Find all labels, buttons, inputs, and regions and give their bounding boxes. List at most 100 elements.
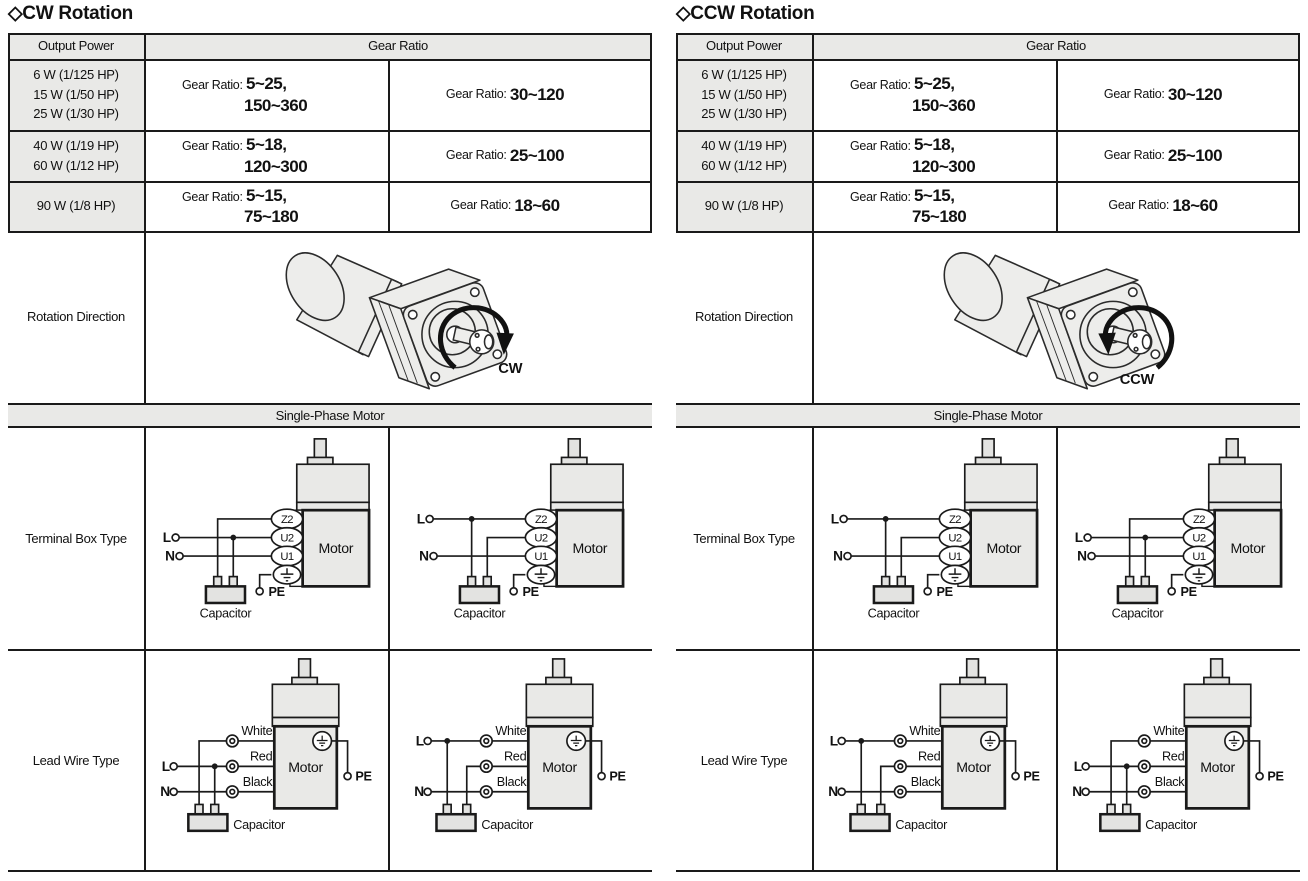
pe-label: PE <box>355 770 371 784</box>
terminal-u2-label: U2 <box>948 532 962 544</box>
terminal-z2-label: Z2 <box>949 514 961 526</box>
terminal-z2-label: Z2 <box>535 514 547 526</box>
pe-label: PE <box>522 585 538 599</box>
power-cell: 90 W (1/8 HP) <box>36 198 116 214</box>
neutral-label: N <box>833 548 843 563</box>
rotation-direction-art: CW <box>144 231 652 403</box>
single-phase-motor-header: Single-Phase Motor <box>275 407 385 423</box>
terminal-box-diagram-1: L N Z2 U2 U1 PE Motor Capacitor <box>144 428 388 649</box>
table-border-line <box>812 33 814 405</box>
motor-label: Motor <box>572 541 607 557</box>
terminal-box-art <box>1082 437 1283 605</box>
wiring-diagram-terminal-box: L N Z2 U2 U1 PE Motor Capacitor <box>1075 437 1283 621</box>
neutral-label: N <box>828 784 838 799</box>
table-border-line <box>676 59 1300 61</box>
gear-ratio-cell-right: Gear Ratio: 18~60 <box>1108 196 1218 216</box>
wiring-diagram-terminal-box: L N Z2 U2 U1 PE Motor Capacitor <box>163 437 371 621</box>
pe-label: PE <box>1023 770 1039 784</box>
wiring-diagram-terminal-box: L N Z2 U2 U1 PE Motor Capacitor <box>417 437 625 621</box>
cw-table: Output Power Gear Ratio 6 W (1/125 HP) 1… <box>8 33 652 872</box>
lead-wire-art <box>836 657 1021 833</box>
motor-label: Motor <box>956 760 991 776</box>
table-border-line <box>8 231 652 233</box>
black-wire-label: Black <box>1155 775 1186 789</box>
gear-ratio-header: Gear Ratio <box>1026 38 1086 54</box>
rotation-label: CCW <box>1120 372 1155 388</box>
gear-ratio-cell-right: Gear Ratio: 30~120 <box>445 84 565 104</box>
red-wire-label: Red <box>918 750 941 764</box>
ccw-table: Output Power Gear Ratio 6 W (1/125 HP) 1… <box>676 33 1300 872</box>
wiring-diagram-lead-wire: L N White Red Black Motor PE Capacitor <box>828 657 1040 833</box>
capacitor-label: Capacitor <box>454 607 507 621</box>
table-border-line <box>676 181 1300 183</box>
table-border-line <box>676 33 678 233</box>
gear-ratio-cell-right: Gear Ratio: 30~120 <box>1103 84 1223 104</box>
motor-label: Motor <box>1230 541 1265 557</box>
wiring-diagram-lead-wire: L N White Red Black Motor PE Capacitor <box>160 657 372 833</box>
table-border-line <box>8 181 652 183</box>
terminal-box-type-label: Terminal Box Type <box>693 530 795 546</box>
gear-ratio-cell-right: Gear Ratio: 18~60 <box>450 196 560 216</box>
header-row-fill <box>8 33 652 59</box>
power-column-fill <box>676 59 812 231</box>
table-border-line <box>1056 59 1058 233</box>
table-border-line <box>144 33 146 405</box>
cw-rotation-section: ◇CW Rotation Output Power Gear Ratio 6 W… <box>8 0 652 881</box>
capacitor-label: Capacitor <box>200 607 253 621</box>
capacitor-label: Capacitor <box>895 818 948 832</box>
live-label: L <box>831 511 839 526</box>
neutral-label: N <box>1077 548 1087 563</box>
gear-ratio-cell-right: Gear Ratio: 25~100 <box>1103 145 1223 165</box>
table-border-line <box>8 426 652 428</box>
gear-ratio-cell-left: Gear Ratio: 5~15, 75~180 <box>850 185 967 227</box>
motor-label: Motor <box>542 760 577 776</box>
white-wire-label: White <box>909 724 940 738</box>
power-cell: 40 W (1/19 HP) 60 W (1/12 HP) <box>33 138 119 173</box>
lead-wire-art <box>168 657 353 833</box>
motor-label: Motor <box>1200 760 1235 776</box>
gear-motor-icon <box>273 241 511 390</box>
red-wire-label: Red <box>504 750 527 764</box>
pe-label: PE <box>609 770 625 784</box>
lead-wire-type-label: Lead Wire Type <box>700 752 788 768</box>
neutral-label: N <box>419 548 429 563</box>
motor-label: Motor <box>986 541 1021 557</box>
table-border-line <box>144 428 146 872</box>
table-border-line <box>676 231 1300 233</box>
live-label: L <box>162 759 170 774</box>
table-border-line <box>676 403 1300 405</box>
terminal-box-type-label: Terminal Box Type <box>25 530 127 546</box>
neutral-label: N <box>160 784 170 799</box>
motor-label: Motor <box>288 760 323 776</box>
table-border-line <box>1298 33 1300 233</box>
pe-label: PE <box>268 585 284 599</box>
terminal-u2-label: U2 <box>280 532 294 544</box>
table-border-line <box>676 426 1300 428</box>
output-power-header: Output Power <box>706 38 782 54</box>
live-label: L <box>830 733 838 748</box>
pe-label: PE <box>936 585 952 599</box>
live-label: L <box>1074 759 1082 774</box>
single-phase-band-fill <box>676 403 1300 428</box>
lead-wire-art <box>422 657 607 833</box>
rotation-direction-art: CCW <box>812 231 1300 403</box>
single-phase-motor-header: Single-Phase Motor <box>933 407 1043 423</box>
rotation-label: CW <box>498 361 522 377</box>
capacitor-label: Capacitor <box>1112 607 1165 621</box>
lead-wire-diagram-1: L N White Red Black Motor PE Capacitor <box>144 651 388 870</box>
gear-ratio-cell-left: Gear Ratio: 5~18, 120~300 <box>850 135 976 176</box>
terminal-u2-label: U2 <box>1192 532 1206 544</box>
terminal-box-diagram-1: L N Z2 U2 U1 PE Motor Capacitor <box>812 428 1056 649</box>
gear-ratio-cell-right: Gear Ratio: 25~100 <box>445 145 565 165</box>
neutral-label: N <box>165 548 175 563</box>
gear-ratio-cell-left: Gear Ratio: 5~15, 75~180 <box>182 185 299 227</box>
table-border-line <box>8 870 652 872</box>
single-phase-band-fill <box>8 403 652 428</box>
live-label: L <box>417 511 425 526</box>
terminal-u1-label: U1 <box>280 551 294 563</box>
power-cell: 6 W (1/125 HP) 15 W (1/50 HP) 25 W (1/30… <box>701 67 787 122</box>
white-wire-label: White <box>241 724 272 738</box>
capacitor-label: Capacitor <box>1145 818 1198 832</box>
wiring-diagram-lead-wire: L N White Red Black Motor PE Capacitor <box>1072 657 1284 833</box>
lead-wire-art <box>1080 657 1265 833</box>
